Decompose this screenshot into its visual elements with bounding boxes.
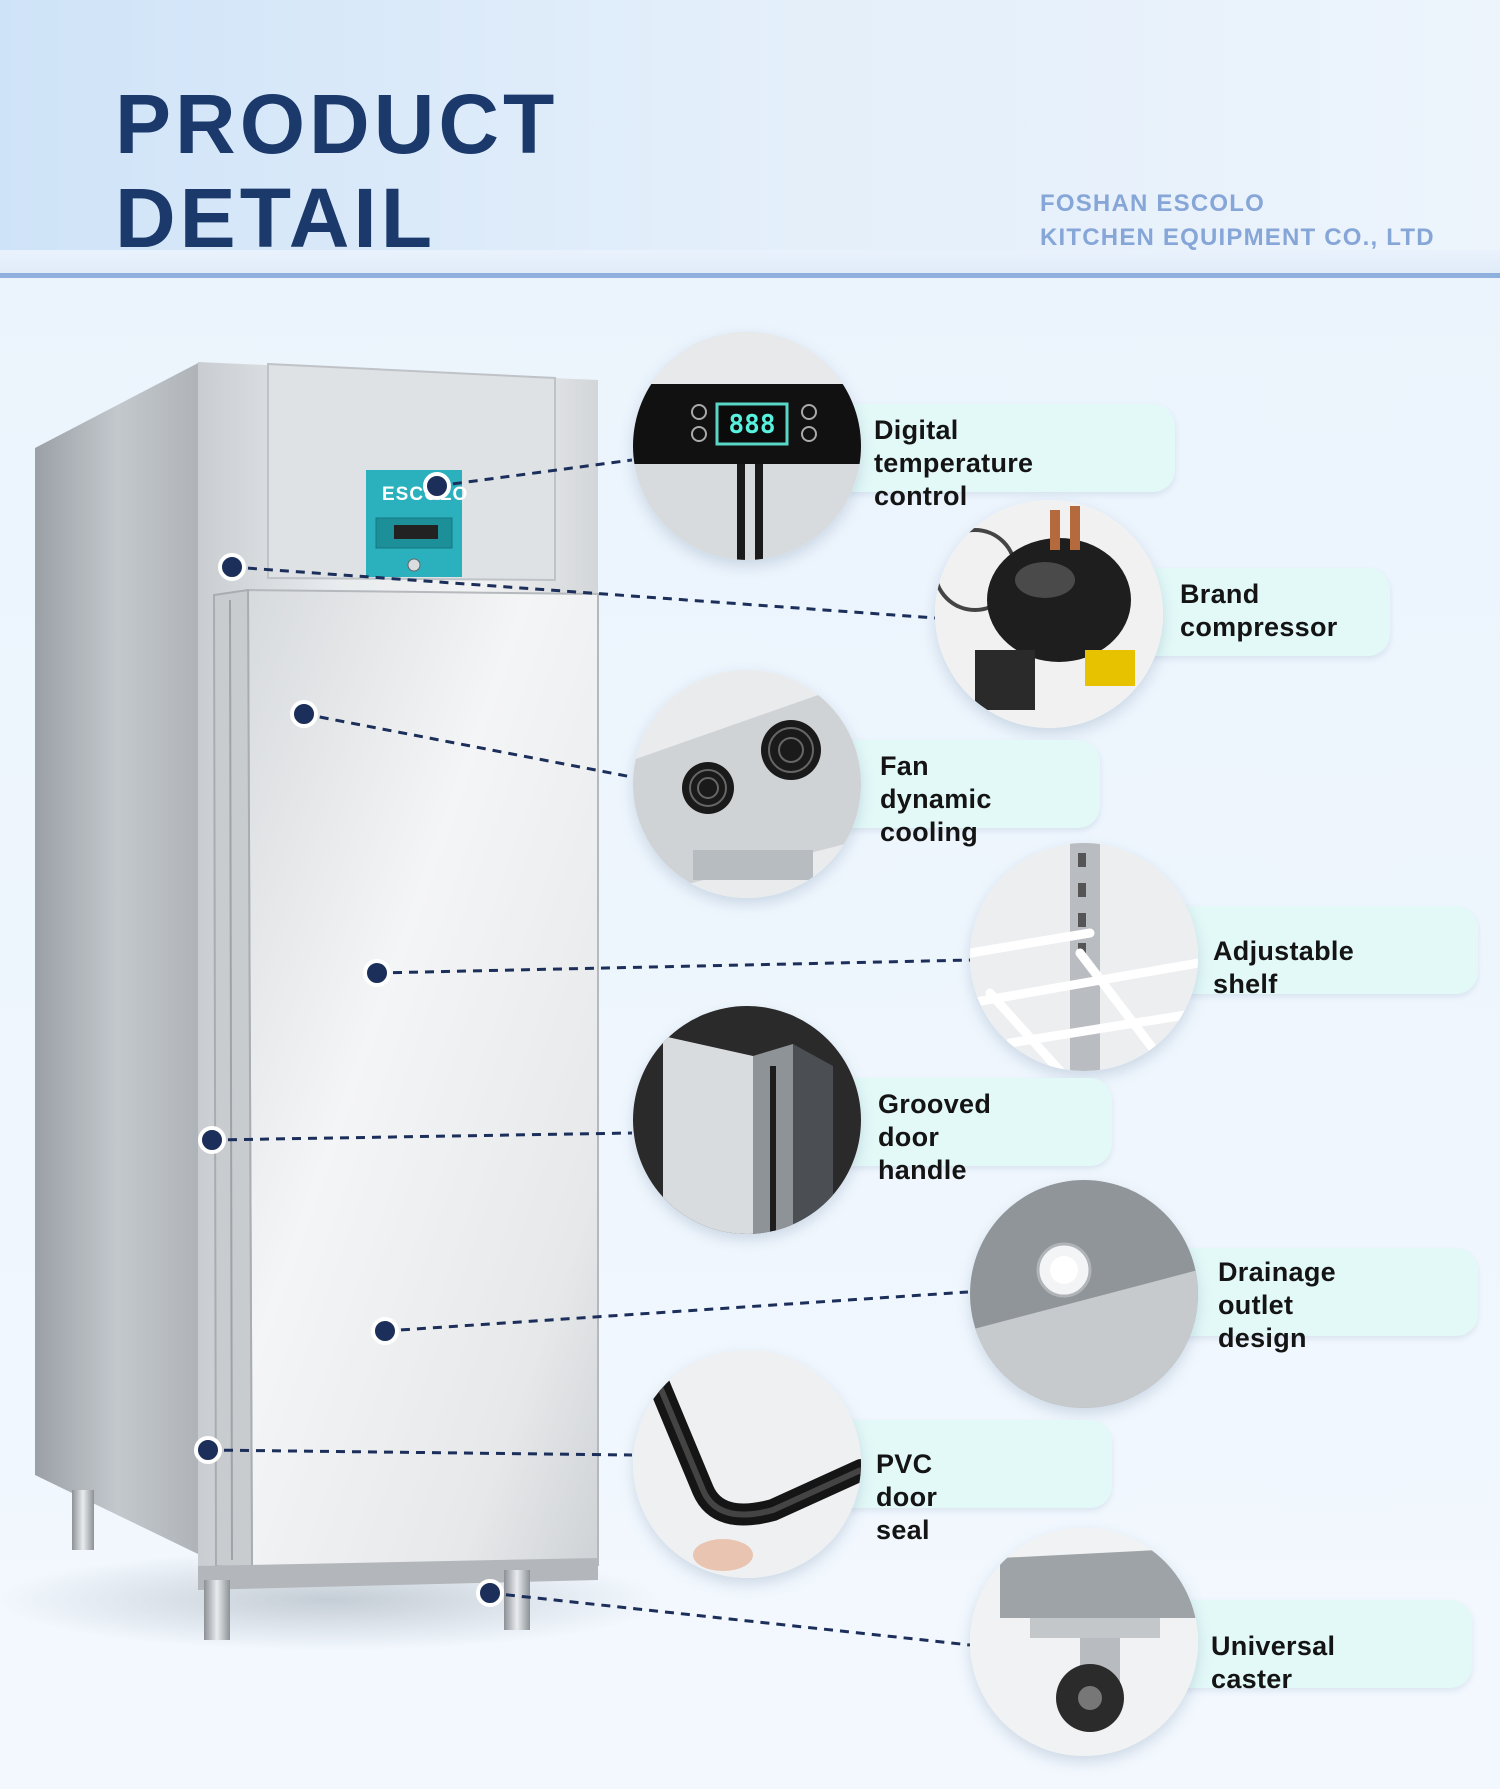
connector-digital-temperature-control: [436, 458, 633, 488]
page-title-line-1: PRODUCT: [115, 77, 559, 171]
drain-icon: [970, 1180, 1198, 1408]
feature-label: Adjustable shelf: [1213, 936, 1355, 999]
connector-brand-compressor: [231, 565, 936, 620]
connector-drainage-outlet-design: [384, 1290, 969, 1333]
page-title-line-2: DETAIL: [115, 171, 437, 265]
hotspot-fan-dynamic-cooling: [290, 700, 318, 728]
feature-label: Drainage outlet design: [1218, 1257, 1336, 1353]
feature-label: Brand compressor: [1180, 579, 1338, 642]
shelf-icon: [970, 843, 1198, 1071]
svg-text:888: 888: [729, 410, 776, 440]
hotspot-drainage-outlet-design: [371, 1317, 399, 1345]
feature-label: Digital temperature control: [874, 415, 1034, 511]
connector-grooved-door-handle: [211, 1131, 633, 1142]
connector-universal-caster: [489, 1591, 971, 1647]
caster-wheel-icon: [970, 1528, 1198, 1756]
hotspot-digital-temperature-control: [423, 472, 451, 500]
door-handle-icon: [633, 1006, 861, 1234]
company-name-line-1: FOSHAN ESCOLO: [1040, 190, 1265, 217]
connector-pvc-door-seal: [207, 1448, 633, 1457]
temperature-display-icon: 888: [633, 332, 861, 560]
hotspot-pvc-door-seal: [194, 1436, 222, 1464]
header-banner: [0, 0, 1500, 278]
company-name-line-2: KITCHEN EQUIPMENT CO., LTD: [1040, 224, 1435, 251]
hotspot-adjustable-shelf: [363, 959, 391, 987]
connector-fan-dynamic-cooling: [303, 712, 633, 779]
hotspot-grooved-door-handle: [198, 1126, 226, 1154]
feature-label: Grooved door handle: [878, 1089, 992, 1185]
door-seal-icon: [633, 1350, 861, 1578]
hotspot-universal-caster: [476, 1579, 504, 1607]
feature-label: PVC door seal: [876, 1449, 938, 1545]
feature-label: Fan dynamic cooling: [880, 751, 992, 847]
compressor-icon: [935, 500, 1163, 728]
header-divider: [0, 273, 1500, 278]
fan-icon: [633, 670, 861, 898]
hotspot-brand-compressor: [218, 553, 246, 581]
connector-adjustable-shelf: [376, 958, 973, 975]
feature-label: Universal caster: [1211, 1631, 1336, 1694]
